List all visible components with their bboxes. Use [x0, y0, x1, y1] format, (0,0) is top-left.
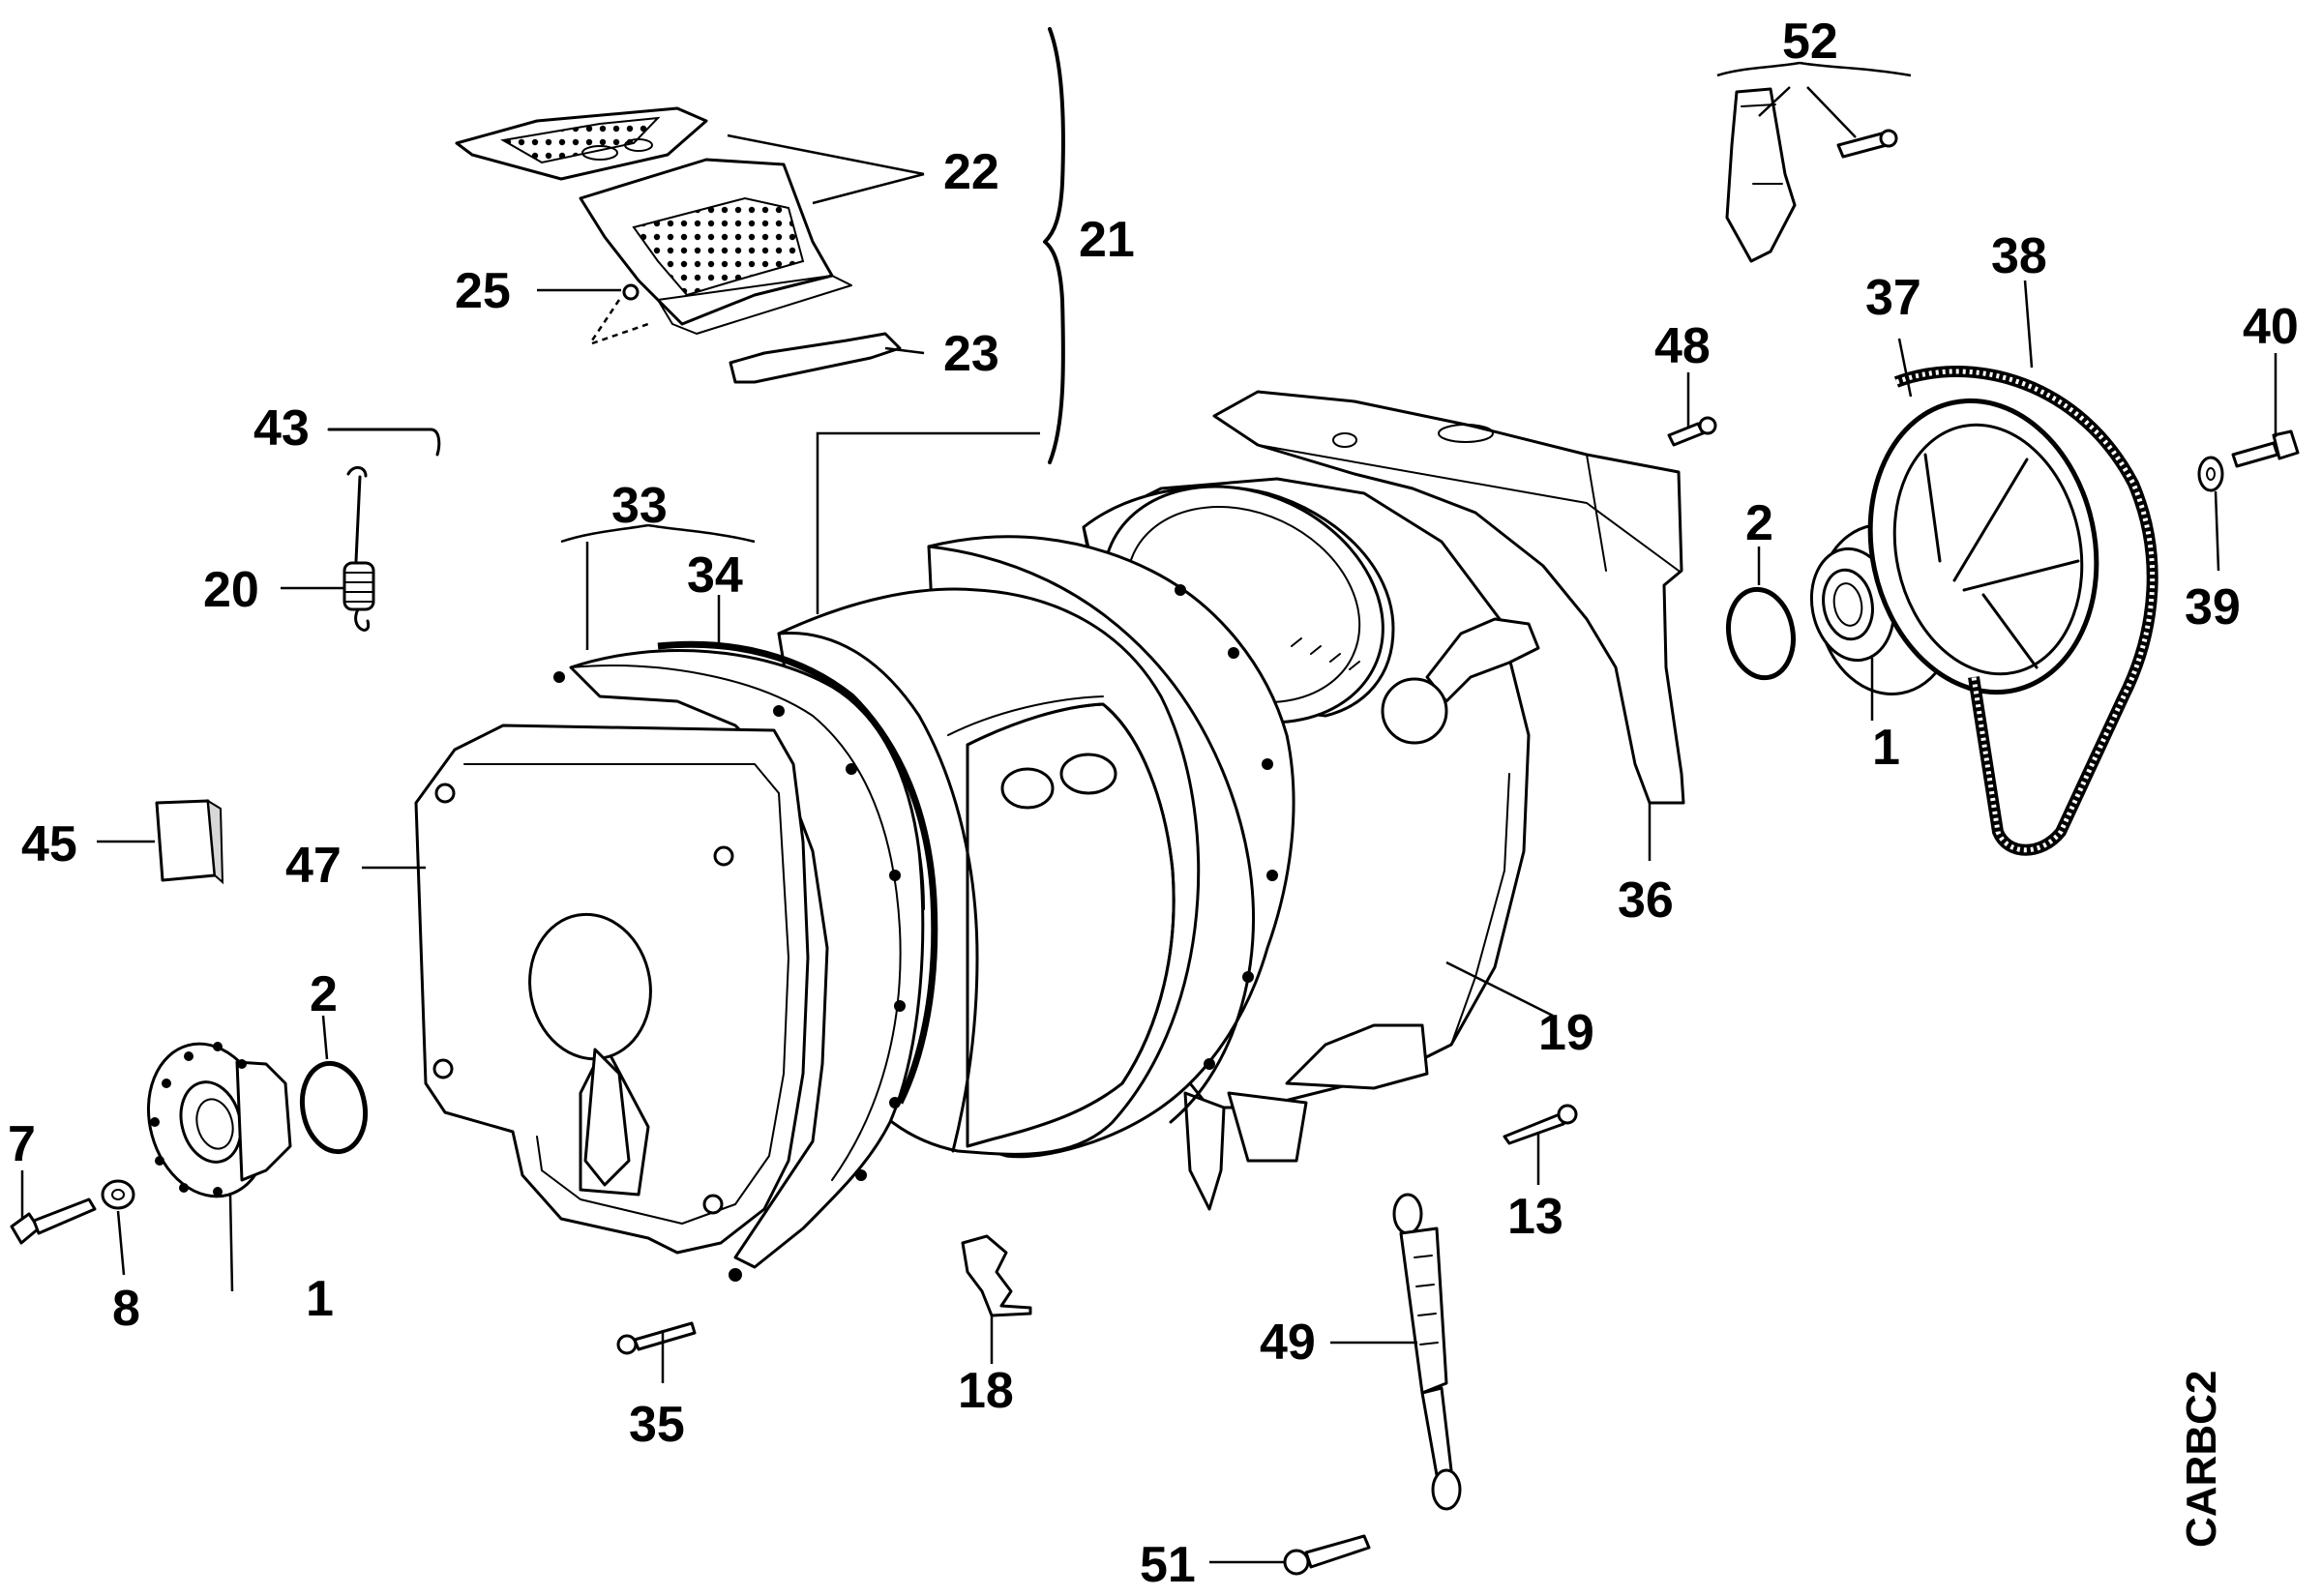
label-22: 22 [943, 144, 999, 200]
bolt-7 [10, 1197, 97, 1245]
shock-absorber-49 [1392, 1193, 1462, 1511]
outer-tub-rear-shell [1212, 390, 1685, 805]
label-19: 19 [1538, 1005, 1594, 1061]
label-51: 51 [1140, 1537, 1196, 1593]
label-48: 48 [1654, 318, 1711, 374]
bolt-40 [2231, 429, 2300, 468]
diagram-code: CARBC2 [2178, 1371, 2225, 1548]
label-49: 49 [1260, 1315, 1316, 1371]
washer-39 [2197, 456, 2224, 492]
block-45 [155, 799, 224, 885]
screw-25 [588, 283, 649, 345]
clip-18 [961, 1234, 1032, 1317]
label-36: 36 [1618, 872, 1674, 929]
label-18: 18 [958, 1363, 1014, 1419]
label-13: 13 [1507, 1189, 1563, 1245]
label-40: 40 [2243, 299, 2299, 355]
label-25: 25 [455, 263, 511, 319]
label-8: 8 [112, 1281, 140, 1337]
label-21: 21 [1079, 212, 1135, 268]
washer-8 [101, 1179, 135, 1210]
label-45: 45 [21, 816, 77, 872]
label-23: 23 [943, 326, 999, 382]
spring-20 [342, 466, 375, 632]
label-2-left: 2 [310, 966, 338, 1022]
label-39: 39 [2185, 579, 2241, 635]
label-1-left: 1 [306, 1271, 334, 1327]
top-lid-22-lower [579, 158, 852, 335]
pin-51 [1283, 1534, 1371, 1576]
belt-38 [1893, 366, 2158, 856]
label-37: 37 [1865, 270, 1921, 326]
label-35: 35 [629, 1397, 685, 1453]
left-bearing-housing-1 [146, 1042, 292, 1198]
label-47: 47 [285, 838, 342, 894]
front-tub-half [553, 649, 925, 1282]
screw-13 [1503, 1104, 1578, 1145]
leader-lines [20, 61, 2277, 1564]
screw-48 [1667, 416, 1717, 447]
label-52: 52 [1782, 14, 1838, 70]
rib-23 [729, 332, 902, 384]
label-1-right: 1 [1872, 720, 1900, 776]
part-labels: 1 1 2 2 7 8 13 18 19 20 21 22 23 25 33 3… [8, 14, 2299, 1593]
label-34: 34 [687, 547, 743, 604]
label-20: 20 [203, 562, 259, 618]
top-lid-22-upper [455, 106, 708, 181]
brace-21 [1043, 27, 1065, 464]
label-7: 7 [8, 1116, 36, 1172]
label-38: 38 [1991, 228, 2047, 284]
hook-43 [327, 428, 441, 457]
o-ring-2-left [299, 1060, 369, 1155]
label-33: 33 [611, 478, 668, 534]
o-ring-2-right [1726, 586, 1796, 681]
front-panel [414, 724, 810, 1255]
label-43: 43 [253, 400, 310, 457]
bracket-52 [1725, 87, 1898, 263]
screw-35 [616, 1321, 697, 1355]
label-2-right: 2 [1745, 495, 1773, 551]
pulley-37 [1867, 398, 2099, 695]
